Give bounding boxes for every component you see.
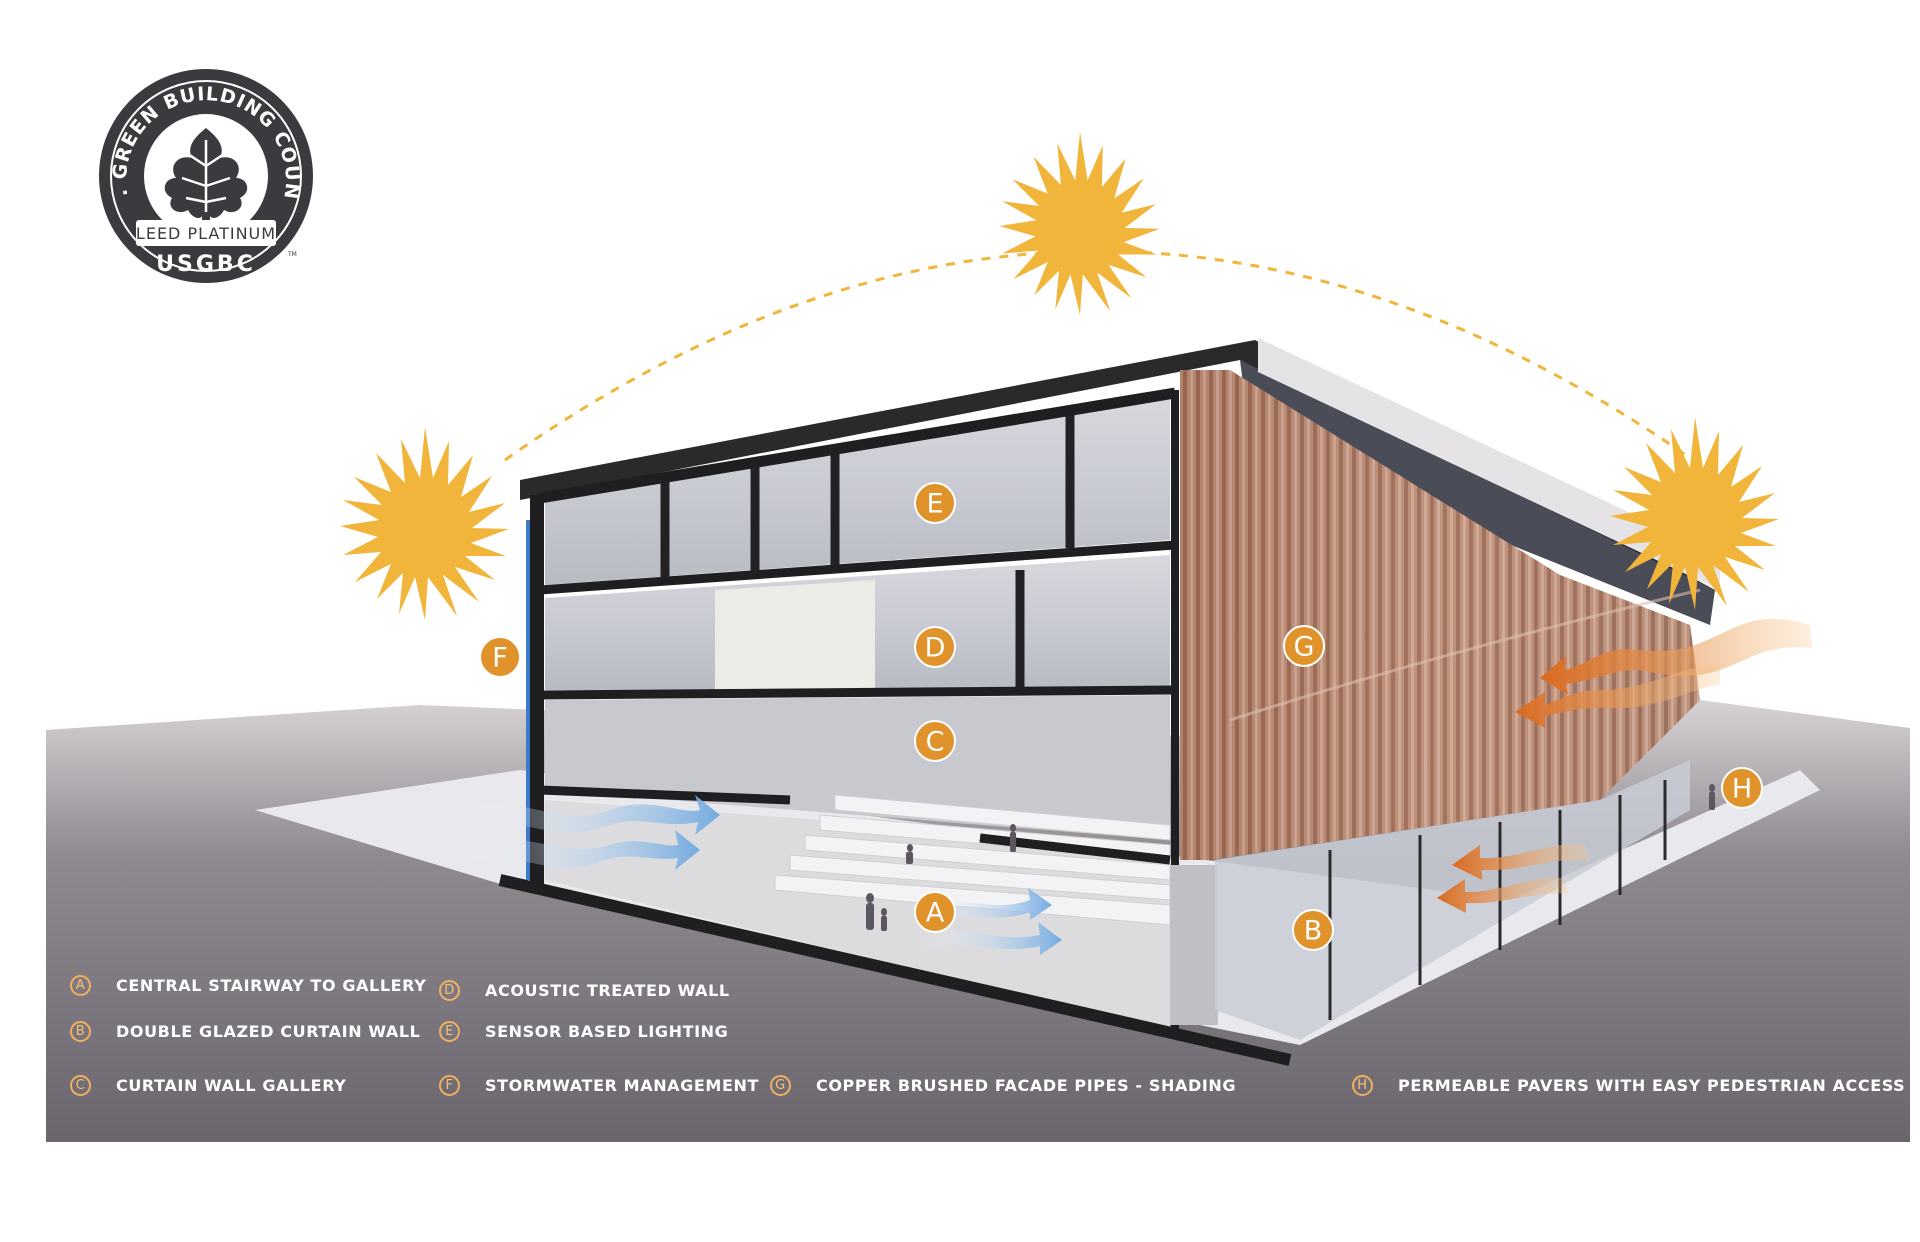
facade-wave-line [1229, 588, 1701, 722]
marker-label: F [492, 643, 508, 674]
marker-label: H [1732, 774, 1752, 805]
legend-item-f: F STORMWATER MANAGEMENT [439, 1071, 759, 1099]
badge-level-text: LEED PLATINUM [136, 224, 276, 243]
legend-text: COPPER BRUSHED FACADE PIPES - SHADING [816, 1075, 1237, 1095]
legend-text: SENSOR BASED LIGHTING [485, 1021, 729, 1041]
legend-letter-badge: E [439, 1020, 460, 1042]
marker-label: C [926, 727, 945, 758]
marker-f: F [479, 636, 521, 678]
legend-item-g: G COPPER BRUSHED FACADE PIPES - SHADING [770, 1071, 1236, 1099]
legend-item-a: A CENTRAL STAIRWAY TO GALLERY [70, 971, 426, 999]
roof-underside [1240, 360, 1715, 625]
legend-item-e: E SENSOR BASED LIGHTING [439, 1017, 728, 1045]
marker-e: E [914, 482, 956, 524]
legend-item-h: H PERMEABLE PAVERS WITH EASY PEDESTRIAN A… [1352, 1071, 1905, 1099]
facade-shade [1180, 370, 1700, 860]
stair-core-wall [1170, 865, 1218, 1025]
gallery-level [545, 695, 1170, 840]
legend-letter-badge: B [70, 1020, 91, 1042]
legend-item-b: B DOUBLE GLAZED CURTAIN WALL [70, 1017, 420, 1045]
legend-text: CURTAIN WALL GALLERY [116, 1075, 347, 1095]
legend-letter-badge: G [770, 1074, 791, 1096]
legend-letter-badge: H [1352, 1074, 1373, 1096]
sun-icon-morning [340, 427, 509, 620]
roof-top [1258, 338, 1720, 590]
legend-text: ACOUSTIC TREATED WALL [485, 980, 730, 1000]
legend-text: PERMEABLE PAVERS WITH EASY PEDESTRIAN AC… [1398, 1075, 1906, 1095]
room-partitions [660, 410, 1075, 578]
legend-letter-badge: F [439, 1074, 460, 1096]
legend-item-c: C CURTAIN WALL GALLERY [70, 1071, 346, 1099]
sun-icon-noon [999, 131, 1160, 316]
legend-letter-badge: C [70, 1074, 91, 1096]
marker-d: D [914, 626, 956, 668]
marker-circle [479, 636, 521, 678]
marker-h: H [1721, 767, 1763, 809]
badge-org-text: USGBC [156, 252, 256, 277]
marker-circle [914, 720, 956, 762]
marker-circle [914, 482, 956, 524]
marker-circle [1283, 625, 1325, 667]
legend-letter-badge: A [70, 974, 91, 996]
marker-circle [914, 891, 956, 933]
marker-label: D [925, 633, 946, 664]
legend-item-d: D ACOUSTIC TREATED WALL [439, 976, 730, 1004]
marker-label: A [926, 898, 945, 929]
acoustic-wall-panel [715, 580, 875, 690]
upper-floor-rooms [545, 395, 1170, 585]
marker-b: B [1292, 909, 1334, 951]
legend-text: STORMWATER MANAGEMENT [485, 1075, 759, 1095]
marker-c: C [914, 720, 956, 762]
marker-label: G [1294, 632, 1315, 663]
legend-text: DOUBLE GLAZED CURTAIN WALL [116, 1021, 421, 1041]
legend-letter-badge: D [439, 979, 460, 1001]
feature-markers: A B C D E F G H [479, 482, 1763, 951]
marker-circle [1292, 909, 1334, 951]
usgbc-leed-platinum-badge: U.S. GREEN BUILDING COUNCIL LEED PLATINU… [99, 69, 313, 283]
legend-text: CENTRAL STAIRWAY TO GALLERY [116, 975, 427, 995]
marker-g: G [1283, 625, 1325, 667]
people-silhouettes [866, 784, 1715, 931]
marker-circle [914, 626, 956, 668]
marker-circle [1721, 767, 1763, 809]
oak-leaf-icon [164, 128, 248, 226]
marker-a: A [914, 891, 956, 933]
badge-trademark: TM [287, 251, 297, 258]
marker-label: B [1304, 916, 1323, 947]
warm-airflow-arrows [1437, 618, 1812, 913]
marker-label: E [926, 489, 943, 520]
